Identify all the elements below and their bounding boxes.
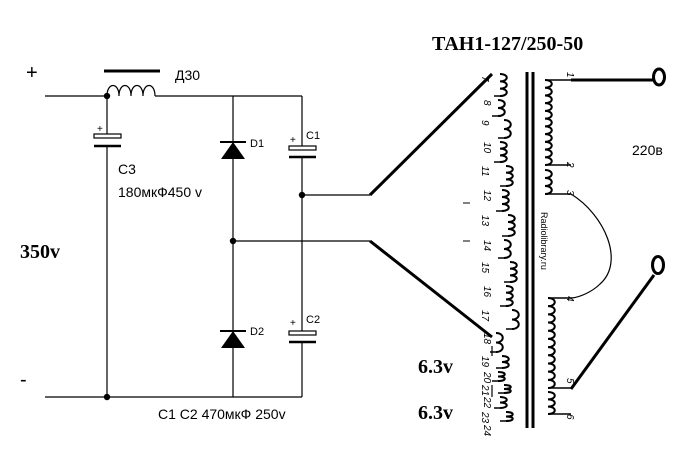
secondary-pin-number: 7 (479, 76, 490, 82)
c2-polarity: + (290, 318, 296, 329)
tap-marks (463, 202, 470, 242)
secondary-coil-section (497, 99, 506, 117)
secondary-pin-number: 14 (481, 240, 492, 252)
primary-coil-section (544, 79, 553, 166)
secondary-pin-number: 23 (479, 411, 490, 424)
primary-pin-number: 3 (564, 190, 575, 196)
primary-pin-number: 6 (564, 414, 575, 420)
primary-coil-section (544, 169, 553, 195)
secondary-coil-section (499, 396, 508, 409)
supply-voltage-label: 350v (20, 241, 60, 263)
secondary-pin-number: 24 (481, 424, 492, 437)
transformer-core (525, 72, 535, 428)
secondary-pin-number: 8 (481, 100, 492, 106)
d1-label: D1 (250, 138, 264, 150)
secondary-winding (490, 73, 520, 422)
primary-terminal-top (652, 67, 666, 87)
junction-dots (103, 92, 306, 401)
primary-pin-number: 5 (564, 378, 575, 384)
heater-voltage-2: 6.3v (418, 402, 453, 424)
c3-polarity: + (97, 124, 103, 135)
choke-label: Д30 (175, 67, 200, 83)
secondary-coil-section (507, 214, 516, 237)
c1-label: C1 (306, 130, 320, 142)
primary-terminal-bottom (651, 255, 665, 275)
choke-coil (106, 84, 156, 97)
secondary-lead-bottom (369, 239, 493, 339)
primary-coil-section (547, 391, 556, 415)
secondary-pin-number: 10 (481, 142, 492, 154)
capacitor-c1 (288, 145, 317, 159)
primary-pin-number: 4 (564, 296, 575, 302)
primary-lead-bottom (569, 274, 656, 390)
secondary-coil-section (501, 189, 510, 212)
primary-pin-number: 1 (564, 72, 575, 78)
primary-jumper (570, 193, 612, 299)
watermark-text: Radiolibrary.ru (539, 212, 549, 270)
secondary-pin-number: 9 (479, 120, 490, 126)
secondary-coil-section (499, 73, 508, 97)
secondary-coil-section (505, 285, 514, 307)
c1-polarity: + (290, 135, 296, 146)
secondary-coil-section (509, 261, 518, 283)
secondary-coil-section (503, 384, 512, 394)
secondary-lead-top (368, 72, 494, 197)
c3-label: C3 (118, 161, 136, 177)
diode-d1 (220, 141, 246, 159)
secondary-coil-section (501, 355, 510, 369)
capacitor-c3 (93, 133, 122, 148)
plus-terminal-label: + (26, 62, 38, 84)
secondary-pin-number: 19 (479, 356, 490, 368)
secondary-coil-section (497, 371, 506, 382)
secondary-pin-number: 22 (481, 396, 492, 409)
minus-terminal-label: - (20, 369, 27, 391)
secondary-pin-number: 13 (479, 215, 490, 227)
c2-label: C2 (306, 314, 320, 326)
c3-value: 180мкФ450 v (118, 184, 202, 200)
secondary-pin-number: 16 (481, 286, 492, 298)
secondary-pin-number: 21 (479, 384, 490, 396)
secondary-coil-section (503, 119, 512, 139)
heater-voltage-1: 6.3v (418, 356, 453, 378)
capacitors-note: C1 C2 470мкФ 250v (158, 406, 286, 422)
primary-pin-numbers: 1 2 3 4 5 6 (564, 72, 575, 420)
primary-coil-section (547, 297, 556, 389)
secondary-coil-section (499, 141, 508, 163)
secondary-pin-number: 17 (479, 310, 490, 322)
secondary-pin-number: 11 (479, 166, 490, 176)
choke-inductor (104, 69, 160, 97)
diode-d2 (220, 330, 246, 348)
primary-tap-stubs (545, 79, 572, 415)
primary-voltage-label: 220в (632, 142, 663, 158)
primary-winding (544, 79, 572, 415)
secondary-coil-section (495, 332, 504, 353)
secondary-coil-section (503, 239, 512, 259)
secondary-pin-number: 15 (479, 262, 490, 274)
transformer-title: ТАН1-127/250-50 (432, 33, 583, 55)
capacitor-c2 (288, 330, 317, 344)
secondary-pin-number: 12 (481, 190, 492, 202)
secondary-coil-section (505, 165, 514, 187)
primary-pin-number: 2 (564, 161, 575, 168)
secondary-pin-number: 20 (481, 371, 492, 384)
secondary-coil-section (511, 309, 520, 330)
secondary-pin-number: 18 (481, 333, 492, 345)
secondary-coil-section (505, 411, 514, 422)
d2-label: D2 (250, 326, 264, 338)
